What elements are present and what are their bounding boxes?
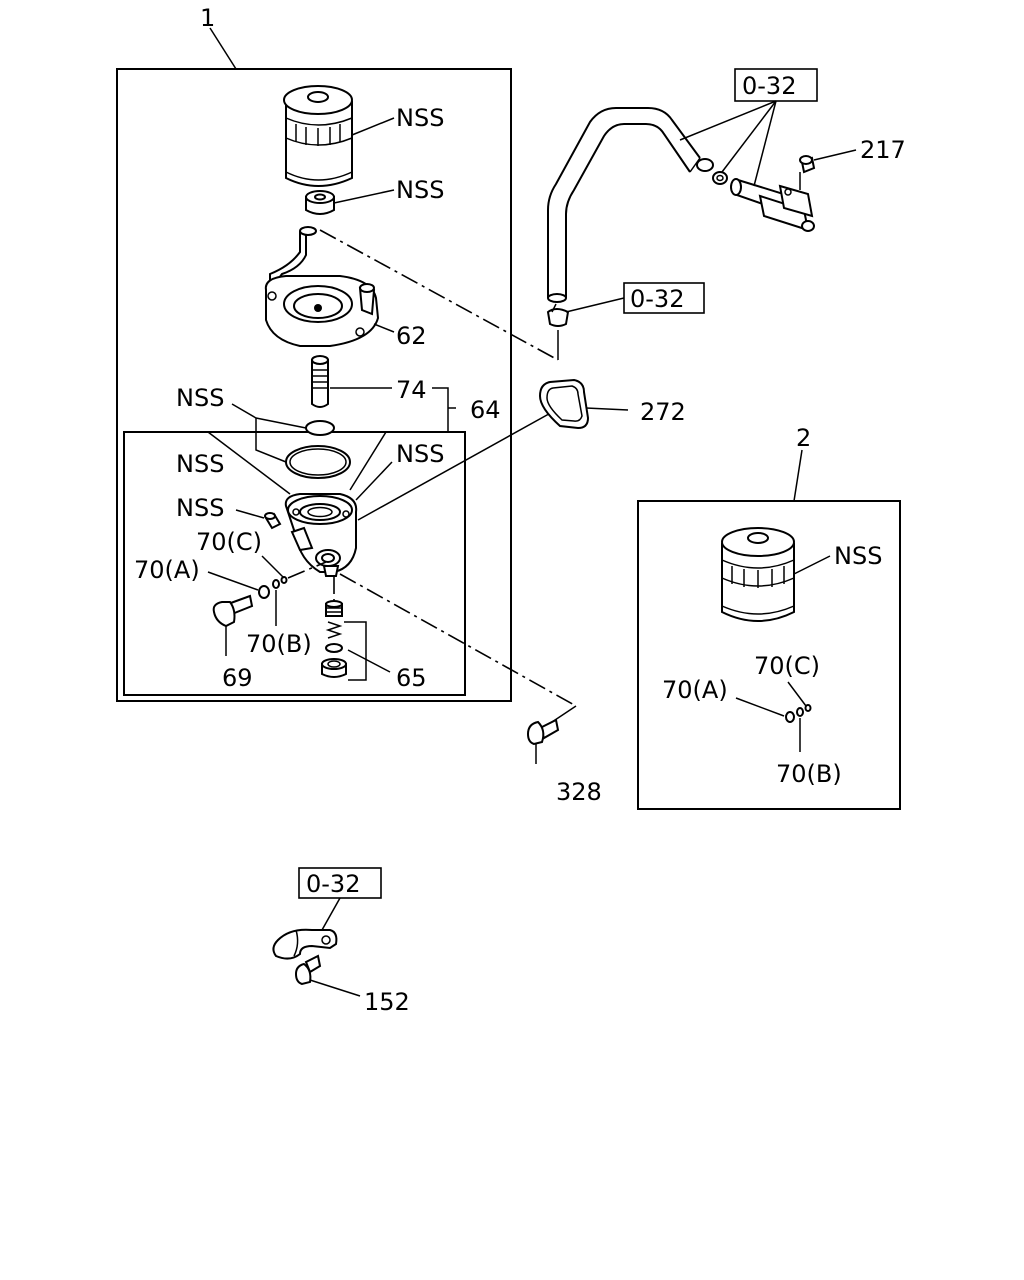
nss-kit2-leader	[793, 555, 831, 575]
nss-housing-leader-b	[349, 431, 387, 491]
oil-filter-cartridge	[283, 85, 353, 187]
p70c-right-label: 70(C)	[754, 652, 820, 680]
ref-box-mid	[623, 282, 705, 314]
ref-mid-label: 0-32	[630, 285, 684, 313]
nss-oring-large-label: NSS	[176, 450, 224, 478]
plug-small	[264, 512, 282, 530]
bolt-152	[294, 954, 322, 986]
ref-top-label: 0-32	[742, 72, 796, 100]
p65-bracket	[344, 621, 367, 681]
p217-leader	[813, 149, 857, 161]
oring-small	[305, 420, 335, 436]
p64-bracket	[432, 387, 456, 432]
nss-cap-label: NSS	[396, 176, 444, 204]
p70a-left-leader	[207, 571, 259, 591]
relief-valve-74	[311, 355, 329, 408]
p70c-right-leader	[787, 681, 807, 707]
p70b-right-label: 70(B)	[776, 760, 842, 788]
p64-label: 64	[470, 396, 501, 424]
p70c-left-label: 70(C)	[196, 528, 262, 556]
hose-clamp-top	[712, 171, 728, 185]
p70b-left-label: 70(B)	[246, 630, 312, 658]
oring-large	[285, 445, 351, 479]
gasket-272	[538, 378, 590, 430]
nss-plug-leader	[235, 509, 265, 519]
clip-bracket	[272, 928, 338, 960]
filter-head-62	[264, 226, 380, 347]
p70a-right-leader	[735, 697, 785, 717]
kit1-label: 1	[200, 4, 215, 32]
pipe-fitting	[730, 172, 815, 232]
center-nut	[305, 190, 335, 215]
oil-filter-kit2	[721, 527, 795, 622]
nss-filter-leader	[351, 117, 395, 136]
nss-oring-small-label: NSS	[176, 384, 224, 412]
gasket-leader	[357, 409, 557, 521]
kit2-label: 2	[796, 424, 811, 452]
oring-70a-left	[258, 585, 270, 599]
p152-label: 152	[364, 988, 410, 1016]
oring-70a-right	[785, 711, 795, 723]
centerline-328	[339, 573, 577, 707]
kit2-box	[637, 500, 901, 810]
p152-leader	[309, 979, 361, 997]
nss-kit2-label: NSS	[834, 542, 882, 570]
oring-70b-right	[796, 707, 804, 717]
nss-housing-label: NSS	[396, 440, 444, 468]
oring-70c-right	[804, 704, 812, 712]
p74-label: 74	[396, 376, 427, 404]
bolt-69	[212, 594, 254, 628]
p70a-left-label: 70(A)	[134, 556, 200, 584]
nss-plug-label: NSS	[176, 494, 224, 522]
p62-leader	[373, 323, 395, 333]
nss-oring-leader	[231, 403, 287, 463]
p62-label: 62	[396, 322, 427, 350]
kit1-box	[116, 68, 512, 702]
p65-leader	[347, 649, 391, 673]
oil-hose	[547, 107, 714, 303]
nss-cap-leader	[333, 189, 395, 204]
p272-leader	[585, 407, 629, 411]
p70c-left-leader	[261, 555, 285, 579]
bolt-217	[799, 155, 816, 174]
centerline-head	[319, 229, 559, 361]
nss-filter-label: NSS	[396, 104, 444, 132]
p272-label: 272	[640, 398, 686, 426]
p217-label: 217	[860, 136, 906, 164]
kit1-leader	[209, 27, 237, 70]
ref-bottom-label: 0-32	[306, 870, 360, 898]
p69-label: 69	[222, 664, 253, 692]
filter-base-housing	[284, 493, 358, 577]
p65-label: 65	[396, 664, 427, 692]
bypass-valve-65	[321, 600, 347, 678]
nss-housing-leader-a	[207, 431, 291, 495]
sub-assembly-box	[123, 431, 466, 696]
hose-clamp-mid	[546, 303, 570, 327]
oring-70b-left	[272, 579, 280, 589]
kit2-leader	[793, 449, 803, 502]
bolt-328	[526, 718, 560, 746]
p70a-right-label: 70(A)	[662, 676, 728, 704]
p328-label: 328	[556, 778, 602, 806]
